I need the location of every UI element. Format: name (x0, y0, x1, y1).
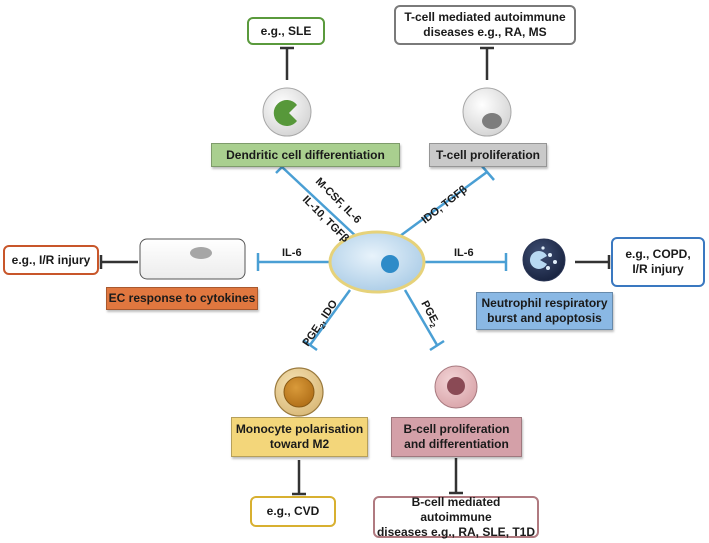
label-b-cell-proliferation: B-cell proliferation and differentiation (391, 417, 522, 457)
mediator-ec: IL-6 (282, 247, 302, 259)
inhibit-tcell-arrow (399, 164, 495, 238)
inhibit-monocyte-arrow (302, 289, 352, 352)
monocyte-cell (274, 367, 324, 417)
disease-box-t-cell: T-cell mediated autoimmune diseases e.g.… (394, 5, 576, 45)
disease-arrows (99, 46, 611, 496)
ec-to-ir-arrow (99, 255, 138, 269)
label-neutrophil-burst: Neutrophil respiratory burst and apoptos… (476, 292, 613, 330)
disease-box-copd: e.g., COPD, I/R injury (611, 237, 705, 287)
dendritic-to-sle-arrow (280, 46, 294, 80)
monocyte-to-cvd-arrow (292, 460, 306, 496)
dendritic-cell (262, 87, 312, 137)
inhibit-bcell-arrow (403, 289, 445, 352)
endothelial-cell (139, 238, 246, 280)
inhibit-ec-arrow (256, 253, 330, 271)
disease-box-ir-injury: e.g., I/R injury (3, 245, 99, 275)
bcell-to-disease-arrow (449, 458, 463, 495)
msc-cell (328, 230, 426, 294)
neutrophil-cell (522, 238, 566, 282)
mediator-tcell: IDO, TGFβ (419, 183, 469, 226)
disease-box-cvd: e.g., CVD (250, 496, 336, 527)
neutrophil-to-copd-arrow (575, 255, 611, 269)
disease-box-sle: e.g., SLE (247, 17, 325, 45)
b-cell (434, 365, 478, 409)
disease-box-b-cell: B-cell mediated autoimmune diseases e.g.… (373, 495, 539, 539)
label-monocyte-polarisation: Monocyte polarisation toward M2 (231, 417, 368, 457)
inhibition-arrows (256, 160, 508, 352)
label-t-cell-proliferation: T-cell proliferation (429, 143, 547, 167)
mediator-monocyte: PGE2, IDO (301, 298, 343, 350)
label-dendritic-differentiation: Dendritic cell differentiation (211, 143, 400, 167)
mediator-neutrophil: IL-6 (454, 247, 474, 259)
msc-nucleus (381, 255, 399, 273)
tcell-to-disease-arrow (480, 46, 494, 80)
t-cell (462, 87, 512, 137)
inhibit-neutrophil-arrow (425, 253, 508, 271)
label-ec-response: EC response to cytokines (106, 287, 258, 310)
